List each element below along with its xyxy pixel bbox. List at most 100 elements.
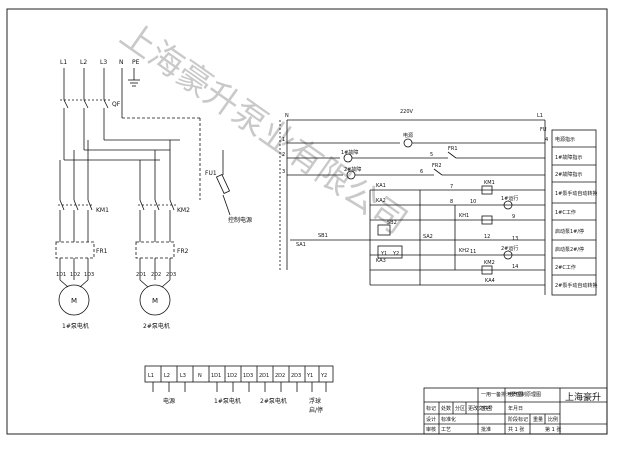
label-1d2: 1D2 bbox=[70, 272, 80, 278]
title-drawing-name: 一用一备排污泵控制原理图 bbox=[481, 391, 541, 398]
label-l2: L2 bbox=[80, 59, 87, 66]
terminal-block bbox=[144, 365, 334, 392]
motor2-symbol: M bbox=[152, 297, 158, 305]
tb-group-motor1: 1#泵电机 bbox=[214, 397, 241, 405]
tb-cell-l1: L1 bbox=[148, 373, 154, 379]
comp-km1: KM1 bbox=[484, 180, 495, 186]
label-1d3: 1D3 bbox=[84, 272, 94, 278]
control-section bbox=[279, 119, 597, 296]
tb-r0-c5: 年月日 bbox=[508, 405, 523, 412]
legend-8: 2#泵手动自动转换 bbox=[555, 282, 597, 289]
label-n: N bbox=[119, 59, 124, 66]
lamp-label-fault2: 2#故障 bbox=[344, 166, 361, 173]
label-l3: L3 bbox=[100, 59, 107, 66]
label-fr2: FR2 bbox=[177, 248, 189, 255]
drawing-border bbox=[6, 8, 608, 435]
tb-cell-1d3: 1D3 bbox=[243, 373, 253, 379]
tb-r0-c2: 分区 bbox=[455, 405, 465, 412]
tb-r0-c1: 处数 bbox=[441, 405, 451, 412]
label-control-power: 控制电源 bbox=[228, 216, 252, 224]
comp-sb1: SB1 bbox=[318, 233, 328, 239]
wire-3: 3 bbox=[282, 169, 285, 175]
wire-10: 10 bbox=[470, 199, 476, 205]
legend-3: 1#泵手动自动转换 bbox=[555, 190, 597, 197]
label-1d1: 1D1 bbox=[56, 272, 66, 278]
motor2-label: 2#泵电机 bbox=[143, 322, 170, 330]
title-block-text: 上海豪升 一用一备排污泵控制原理图 电气图 标记 处数 分区 更改文件号 签名 … bbox=[426, 391, 601, 433]
tb-cell-y1: Y1 bbox=[306, 373, 313, 379]
tb-r3-c1: 批准 bbox=[481, 426, 491, 433]
lamp-label-run1: 1#运行 bbox=[501, 195, 518, 202]
comp-sa2: SA2 bbox=[423, 234, 433, 240]
comp-fr2: FR2 bbox=[432, 163, 442, 169]
tb-cell-l2: L2 bbox=[164, 373, 170, 379]
legend-5: 启动泵1#/停 bbox=[555, 228, 584, 235]
power-section bbox=[55, 68, 231, 316]
tb-group-float: 浮球 bbox=[309, 397, 321, 405]
tb-cell-y2: Y2 bbox=[320, 373, 327, 379]
tb-r0-c4: 签名 bbox=[481, 405, 491, 412]
tb-r1-c0: 设计 bbox=[426, 416, 436, 423]
label-km1: KM1 bbox=[96, 207, 109, 214]
wire-14: 14 bbox=[512, 264, 518, 270]
wire-7: 7 bbox=[450, 184, 453, 190]
tb-cell-1d2: 1D2 bbox=[227, 373, 237, 379]
control-labels: N 220V L1 FU 电源 1#故障 2#故障 1#运行 2#运行 FR1 … bbox=[282, 109, 597, 289]
tb-cell-1d1: 1D1 bbox=[211, 373, 221, 379]
label-l1: L1 bbox=[60, 59, 67, 66]
tb-cell-2d2: 2D2 bbox=[275, 373, 285, 379]
tb-cell-2d1: 2D1 bbox=[259, 373, 269, 379]
label-2d2: 2D2 bbox=[151, 272, 161, 278]
comp-y1: Y1 bbox=[380, 251, 387, 257]
comp-km2: KM2 bbox=[484, 260, 495, 266]
label-fr1: FR1 bbox=[96, 248, 108, 255]
wire-2: 2 bbox=[282, 152, 285, 158]
wire-1: 1 bbox=[282, 137, 285, 143]
wire-12: 12 bbox=[484, 234, 490, 240]
wire-6: 6 bbox=[420, 169, 423, 175]
comp-ka1: KA1 bbox=[376, 183, 386, 189]
wire-13: 13 bbox=[512, 236, 518, 242]
comp-ka4: KA4 bbox=[485, 278, 495, 284]
legend-4: 1#C工作 bbox=[555, 209, 576, 216]
tb-cell-n: N bbox=[198, 373, 202, 379]
motor1-label: 1#泵电机 bbox=[62, 322, 89, 330]
wire-5: 5 bbox=[430, 152, 433, 158]
label-voltage: 220V bbox=[400, 109, 414, 115]
comp-ka3: KA3 bbox=[376, 258, 386, 264]
legend-6: 启动泵2#/停 bbox=[555, 246, 584, 253]
comp-sb2: SB2 bbox=[387, 220, 397, 226]
label-control-l1: L1 bbox=[537, 113, 543, 119]
tb-r1-c1: 标准化 bbox=[441, 416, 456, 423]
comp-sa1: SA1 bbox=[296, 242, 306, 248]
tb-r3-c3: 第 1 张 bbox=[545, 426, 561, 433]
motor1-symbol: M bbox=[71, 297, 77, 305]
comp-fr1: FR1 bbox=[448, 146, 458, 152]
tb-r2-c0: 审核 bbox=[426, 426, 436, 433]
tb-r1-c2: 阶段标记 bbox=[508, 416, 528, 423]
title-sheet: 电气图 bbox=[508, 391, 523, 398]
legend-2: 2#故障指示 bbox=[555, 171, 582, 178]
lamp-label-power: 电源 bbox=[403, 132, 413, 139]
lamp-label-fault1: 1#故障 bbox=[341, 149, 358, 156]
tb-group-motor2: 2#泵电机 bbox=[260, 397, 287, 405]
power-labels: L1 L2 L3 N PE QF FU1 控制电源 KM1 FR1 1D1 1D… bbox=[56, 59, 252, 330]
legend-1: 1#故障指示 bbox=[555, 154, 582, 161]
label-control-n: N bbox=[285, 113, 289, 119]
terminal-labels: L1 L2 L3 N 1D1 1D2 1D3 2D1 2D2 2D3 Y1 Y2… bbox=[148, 373, 327, 414]
tb-cell-2d3: 2D3 bbox=[291, 373, 301, 379]
comp-kh1: KH1 bbox=[459, 213, 469, 219]
wire-9: 9 bbox=[512, 214, 515, 220]
title-block bbox=[423, 387, 608, 435]
tb-r3-c0: 工艺 bbox=[441, 427, 451, 433]
tb-group-start-stop: 启/停 bbox=[309, 406, 323, 414]
comp-kh2: KH2 bbox=[459, 248, 469, 254]
tb-group-power: 电源 bbox=[163, 397, 175, 405]
title-company: 上海豪升 bbox=[565, 391, 601, 403]
tb-cell-l3: L3 bbox=[180, 373, 186, 379]
wire-11: 11 bbox=[470, 249, 476, 255]
wire-8: 8 bbox=[450, 199, 453, 205]
label-2d1: 2D1 bbox=[136, 272, 146, 278]
lamp-label-run2: 2#运行 bbox=[501, 245, 518, 252]
label-fu1: FU1 bbox=[205, 170, 217, 177]
